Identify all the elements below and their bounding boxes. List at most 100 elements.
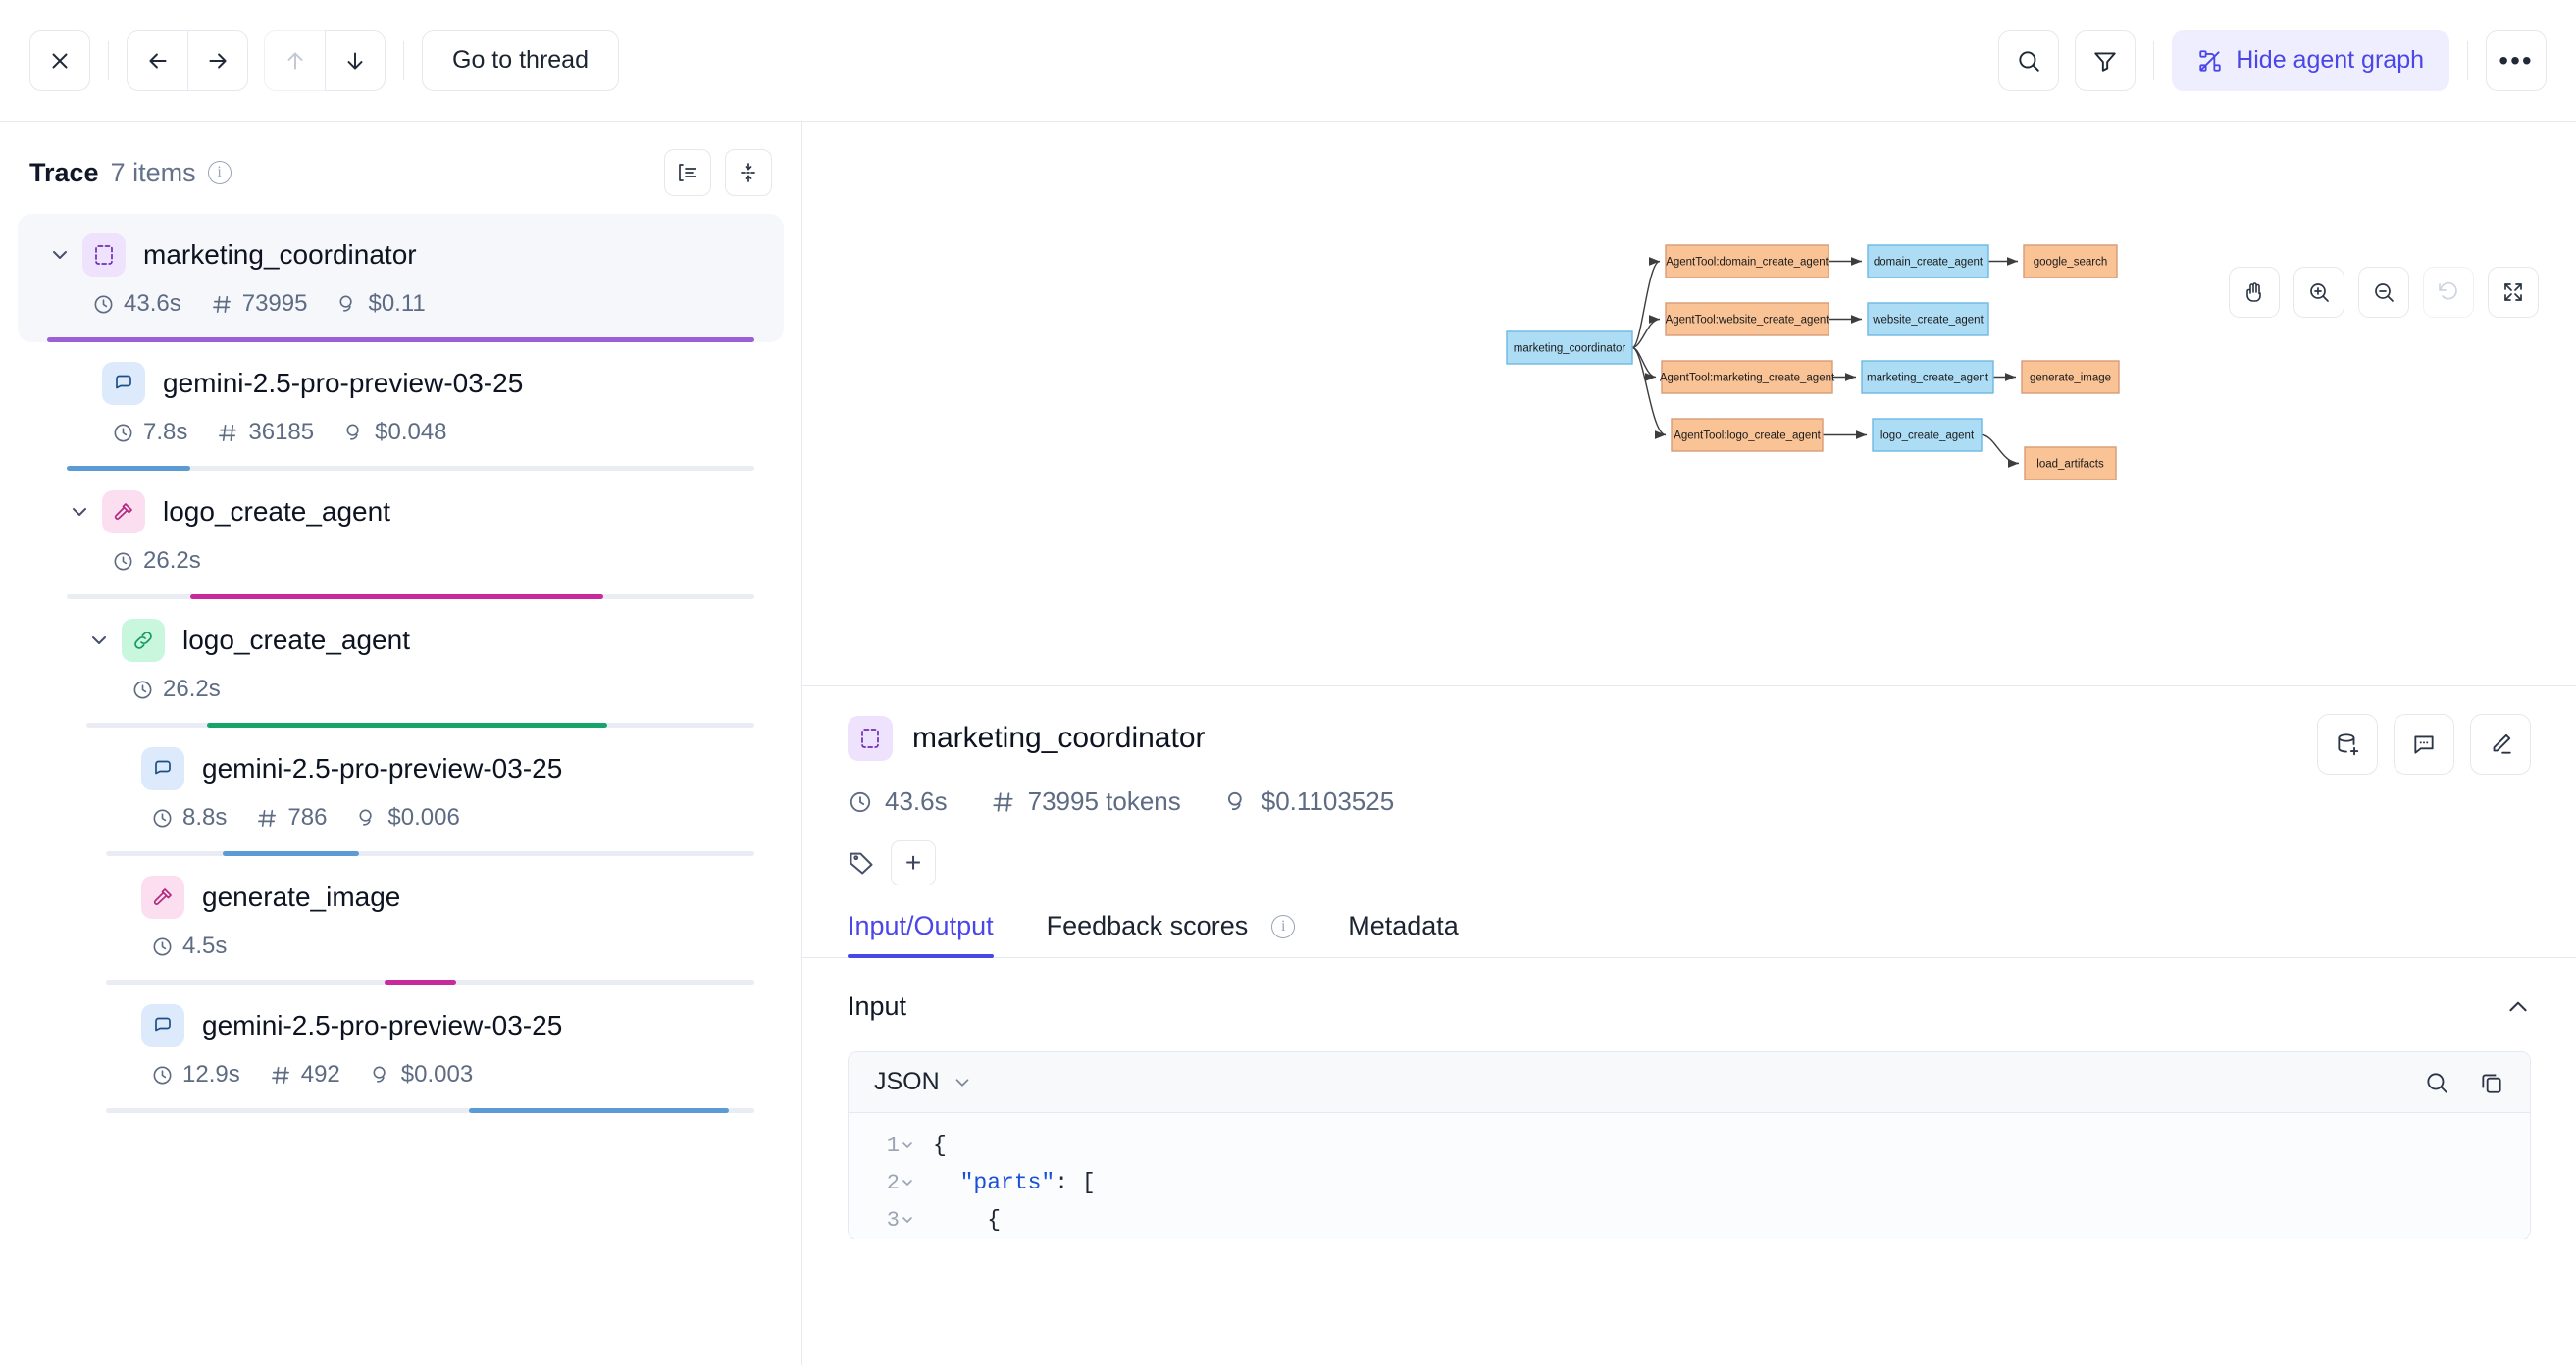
chat-bubble-icon	[102, 362, 145, 405]
trace-title: Trace	[29, 157, 99, 187]
json-search-icon[interactable]	[2424, 1070, 2449, 1095]
cost-value: $0.003	[400, 1061, 474, 1087]
json-key: "parts"	[959, 1170, 1056, 1195]
add-to-dataset-icon[interactable]	[2317, 714, 2378, 775]
arrow-right-icon[interactable]	[187, 29, 248, 91]
graph-node-box	[1861, 360, 1994, 394]
zoom-in-icon[interactable]	[2293, 267, 2344, 318]
timeline-bar	[47, 337, 754, 342]
code-text: {	[933, 1133, 947, 1158]
cost-metric: $0.003	[370, 1061, 473, 1088]
fold-chevron-icon[interactable]	[900, 1212, 933, 1228]
arrow-up-icon[interactable]	[264, 29, 325, 91]
more-options-icon[interactable]: •••	[2486, 29, 2547, 91]
clock-icon	[131, 679, 154, 701]
graph-node-label: website_create_agent	[1872, 315, 1984, 327]
timeline-bar	[67, 466, 191, 471]
comment-icon[interactable]	[2394, 714, 2454, 775]
graph-node-label: load_artifacts	[2036, 459, 2104, 471]
graph-node[interactable]: website_create_agent	[1867, 302, 1989, 336]
graph-node[interactable]: domain_create_agent	[1867, 244, 1989, 278]
link-chain-icon	[122, 619, 165, 662]
edit-icon[interactable]	[2470, 714, 2531, 775]
graph-node[interactable]: AgentTool:domain_create_agent	[1665, 244, 1829, 278]
copy-icon[interactable]	[2479, 1070, 2504, 1095]
span-detail-header: marketing_coordinator	[802, 686, 2576, 885]
timeline-track	[67, 594, 754, 599]
graph-node-box	[1665, 302, 1829, 336]
pan-hand-icon[interactable]	[2229, 267, 2280, 318]
go-to-thread-button[interactable]: Go to thread	[422, 29, 619, 91]
graph-node[interactable]: google_search	[2023, 244, 2118, 278]
info-icon[interactable]: i	[207, 161, 232, 184]
fullscreen-icon[interactable]	[2488, 267, 2539, 318]
close-icon[interactable]	[29, 29, 90, 91]
clock-icon	[151, 935, 174, 958]
code-line: 2 "parts": [	[849, 1164, 2530, 1201]
json-code-lines[interactable]: 1{2 "parts": [3 {	[849, 1113, 2530, 1239]
filter-icon[interactable]	[2075, 29, 2137, 91]
duration-value: 8.8s	[182, 804, 228, 831]
timeline-bar	[222, 851, 359, 856]
tab-metadata[interactable]: Metadata	[1348, 911, 1459, 957]
hide-agent-graph-button[interactable]: Hide agent graph	[2172, 29, 2449, 91]
add-tag-button[interactable]: +	[891, 840, 936, 885]
graph-node-box	[1506, 330, 1633, 365]
timeline-bar	[385, 980, 456, 985]
duration-metric: 7.8s	[112, 419, 187, 446]
chevron-down-icon[interactable]	[67, 499, 92, 525]
input-section-header[interactable]: Input	[848, 958, 2531, 1051]
graph-edge	[1631, 346, 1657, 381]
trace-item-count: 7 items	[110, 157, 196, 187]
duration-value: 43.6s	[124, 290, 181, 317]
trace-row-metrics: 4.5s	[151, 933, 754, 960]
reset-icon[interactable]	[2423, 267, 2474, 318]
chevron-down-icon[interactable]	[47, 242, 73, 268]
graph-node[interactable]: marketing_create_agent	[1861, 360, 1994, 394]
graph-node[interactable]: AgentTool:marketing_create_agent	[1660, 360, 1835, 394]
tab-input-output[interactable]: Input/Output	[848, 911, 994, 958]
input-section-title: Input	[848, 991, 907, 1021]
coins-icon	[336, 293, 359, 316]
graph-node[interactable]: logo_create_agent	[1872, 418, 1983, 452]
graph-node[interactable]: marketing_coordinator	[1506, 330, 1633, 365]
tag-icon	[848, 849, 875, 877]
clock-icon	[92, 293, 115, 316]
span-action-buttons	[2317, 714, 2531, 775]
agent-graph-canvas[interactable]: marketing_coordinator AgentTool:domain_cr…	[802, 122, 2576, 686]
format-select[interactable]: JSON	[874, 1068, 973, 1096]
chevron-down-icon[interactable]	[86, 628, 112, 653]
expand-all-icon[interactable]	[664, 149, 711, 196]
duration-metric: 26.2s	[112, 547, 201, 575]
hash-icon	[217, 422, 239, 444]
chevron-up-icon[interactable]	[2505, 994, 2531, 1020]
search-icon[interactable]	[1998, 29, 2060, 91]
trace-row-metrics: 26.2s	[131, 676, 754, 703]
graph-node[interactable]: generate_image	[2021, 360, 2120, 394]
cost-metric: $0.048	[343, 419, 447, 446]
arrow-down-icon[interactable]	[325, 29, 386, 91]
info-icon[interactable]: i	[1271, 914, 1296, 938]
coins-icon	[1224, 789, 1250, 815]
graph-node[interactable]: AgentTool:logo_create_agent	[1671, 418, 1824, 452]
zoom-out-icon[interactable]	[2358, 267, 2409, 318]
collapse-all-icon[interactable]	[725, 149, 772, 196]
line-number: 2	[886, 1170, 900, 1195]
graph-node[interactable]: load_artifacts	[2024, 446, 2117, 480]
fold-chevron-icon[interactable]	[900, 1175, 933, 1190]
timeline-bar	[190, 594, 603, 599]
graph-node[interactable]: AgentTool:website_create_agent	[1665, 302, 1830, 336]
cost-metric: $0.1103525	[1224, 786, 1394, 817]
fold-chevron-icon[interactable]	[900, 1138, 933, 1153]
arrow-left-icon[interactable]	[127, 29, 187, 91]
tool-hammer-icon	[141, 876, 184, 919]
